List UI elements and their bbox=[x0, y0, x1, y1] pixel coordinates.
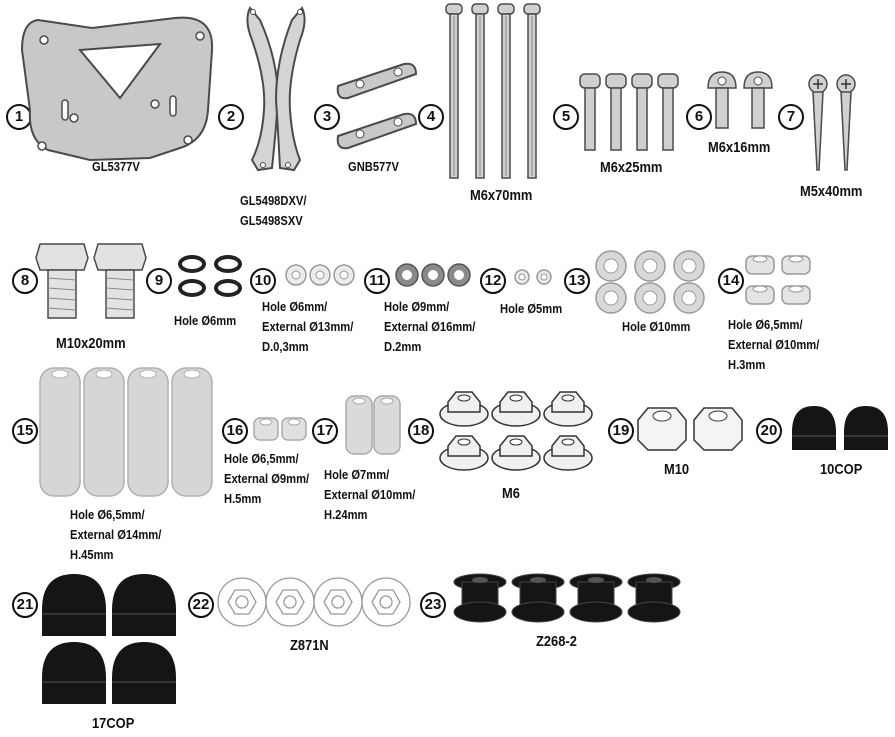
part-number-badge: 1 bbox=[6, 104, 32, 130]
small-spacer-illustration bbox=[253, 417, 307, 441]
part-label: GL5498SXV bbox=[240, 213, 303, 228]
part-number-badge: 14 bbox=[718, 268, 744, 294]
short-ring-illustration bbox=[745, 255, 811, 305]
part-label: Hole Ø5mm bbox=[500, 301, 563, 316]
part-number-badge: 9 bbox=[146, 268, 172, 294]
part-label: H.5mm bbox=[224, 491, 262, 506]
part-label: H.45mm bbox=[70, 547, 114, 562]
part-label: Hole Ø7mm/ bbox=[324, 467, 390, 482]
hex-nut-illustration bbox=[637, 407, 743, 451]
part-label: External Ø10mm/ bbox=[324, 487, 416, 502]
part-number-badge: 2 bbox=[218, 104, 244, 130]
part-label: 10COP bbox=[820, 461, 863, 478]
part-number-badge: 16 bbox=[222, 418, 248, 444]
part-number-badge: 18 bbox=[408, 418, 434, 444]
part-number-badge: 4 bbox=[418, 104, 444, 130]
part-label: Z268-2 bbox=[536, 633, 577, 650]
curved-bracket-illustration bbox=[246, 6, 306, 172]
part-number-badge: 20 bbox=[756, 418, 782, 444]
part-number-badge: 17 bbox=[312, 418, 338, 444]
part-label: M6x25mm bbox=[600, 159, 663, 176]
large-washer-illustration bbox=[595, 250, 705, 314]
part-number-badge: 10 bbox=[250, 268, 276, 294]
small-plate-illustration bbox=[336, 62, 418, 150]
large-cap-illustration bbox=[42, 574, 176, 704]
thin-washer-illustration bbox=[285, 264, 355, 286]
flange-nut-illustration bbox=[439, 391, 593, 471]
part-number-badge: 11 bbox=[364, 268, 390, 294]
part-number-badge: 8 bbox=[12, 268, 38, 294]
part-label: M10x20mm bbox=[56, 335, 126, 352]
part-number-badge: 21 bbox=[12, 592, 38, 618]
part-number-badge: 12 bbox=[480, 268, 506, 294]
hex-bolt-illustration bbox=[35, 243, 147, 319]
part-number-badge: 13 bbox=[564, 268, 590, 294]
part-label: External Ø9mm/ bbox=[224, 471, 310, 486]
small-washer-illustration bbox=[514, 269, 552, 285]
small-cap-illustration bbox=[792, 406, 888, 450]
part-label: Hole Ø6,5mm/ bbox=[728, 317, 803, 332]
mounting-plate-illustration bbox=[20, 16, 214, 162]
button-screw-illustration bbox=[707, 71, 773, 129]
part-label: Z871N bbox=[290, 637, 329, 654]
short-screw-illustration bbox=[579, 73, 679, 151]
part-number-badge: 15 bbox=[12, 418, 38, 444]
medium-spacer-illustration bbox=[345, 395, 401, 455]
part-label: Hole Ø6,5mm/ bbox=[224, 451, 299, 466]
part-label: Hole Ø6,5mm/ bbox=[70, 507, 145, 522]
part-label: External Ø10mm/ bbox=[728, 337, 820, 352]
part-label: D.2mm bbox=[384, 339, 422, 354]
part-label: M6 bbox=[502, 485, 520, 502]
part-number-badge: 5 bbox=[553, 104, 579, 130]
long-spacer-illustration bbox=[39, 367, 213, 497]
split-washer-illustration bbox=[178, 255, 242, 297]
part-label: M6x70mm bbox=[470, 187, 533, 204]
part-number-badge: 3 bbox=[314, 104, 340, 130]
part-number-badge: 23 bbox=[420, 592, 446, 618]
part-number-badge: 19 bbox=[608, 418, 634, 444]
part-label: M6x16mm bbox=[708, 139, 771, 156]
part-label: Hole Ø6mm bbox=[174, 313, 237, 328]
part-label: M10 bbox=[664, 461, 690, 478]
outlined-nut-illustration bbox=[217, 577, 411, 627]
long-screw-illustration bbox=[445, 3, 541, 179]
wood-screw-illustration bbox=[808, 74, 856, 171]
part-label: 17COP bbox=[92, 715, 135, 732]
part-label: H.3mm bbox=[728, 357, 766, 372]
part-label: External Ø14mm/ bbox=[70, 527, 162, 542]
part-number-badge: 6 bbox=[686, 104, 712, 130]
part-label: Hole Ø10mm bbox=[622, 319, 691, 334]
part-label: External Ø13mm/ bbox=[262, 319, 354, 334]
part-label: GNB577V bbox=[348, 159, 399, 174]
part-label: GL5377V bbox=[92, 159, 140, 174]
part-number-badge: 7 bbox=[778, 104, 804, 130]
part-label: H.24mm bbox=[324, 507, 368, 522]
part-label: M5x40mm bbox=[800, 183, 863, 200]
part-label: D.0,3mm bbox=[262, 339, 309, 354]
part-label: Hole Ø6mm/ bbox=[262, 299, 328, 314]
part-number-badge: 22 bbox=[188, 592, 214, 618]
rubber-grommet-illustration bbox=[453, 573, 681, 623]
part-label: GL5498DXV/ bbox=[240, 193, 307, 208]
part-label: External Ø16mm/ bbox=[384, 319, 476, 334]
dark-washer-illustration bbox=[395, 263, 471, 287]
part-label: Hole Ø9mm/ bbox=[384, 299, 450, 314]
